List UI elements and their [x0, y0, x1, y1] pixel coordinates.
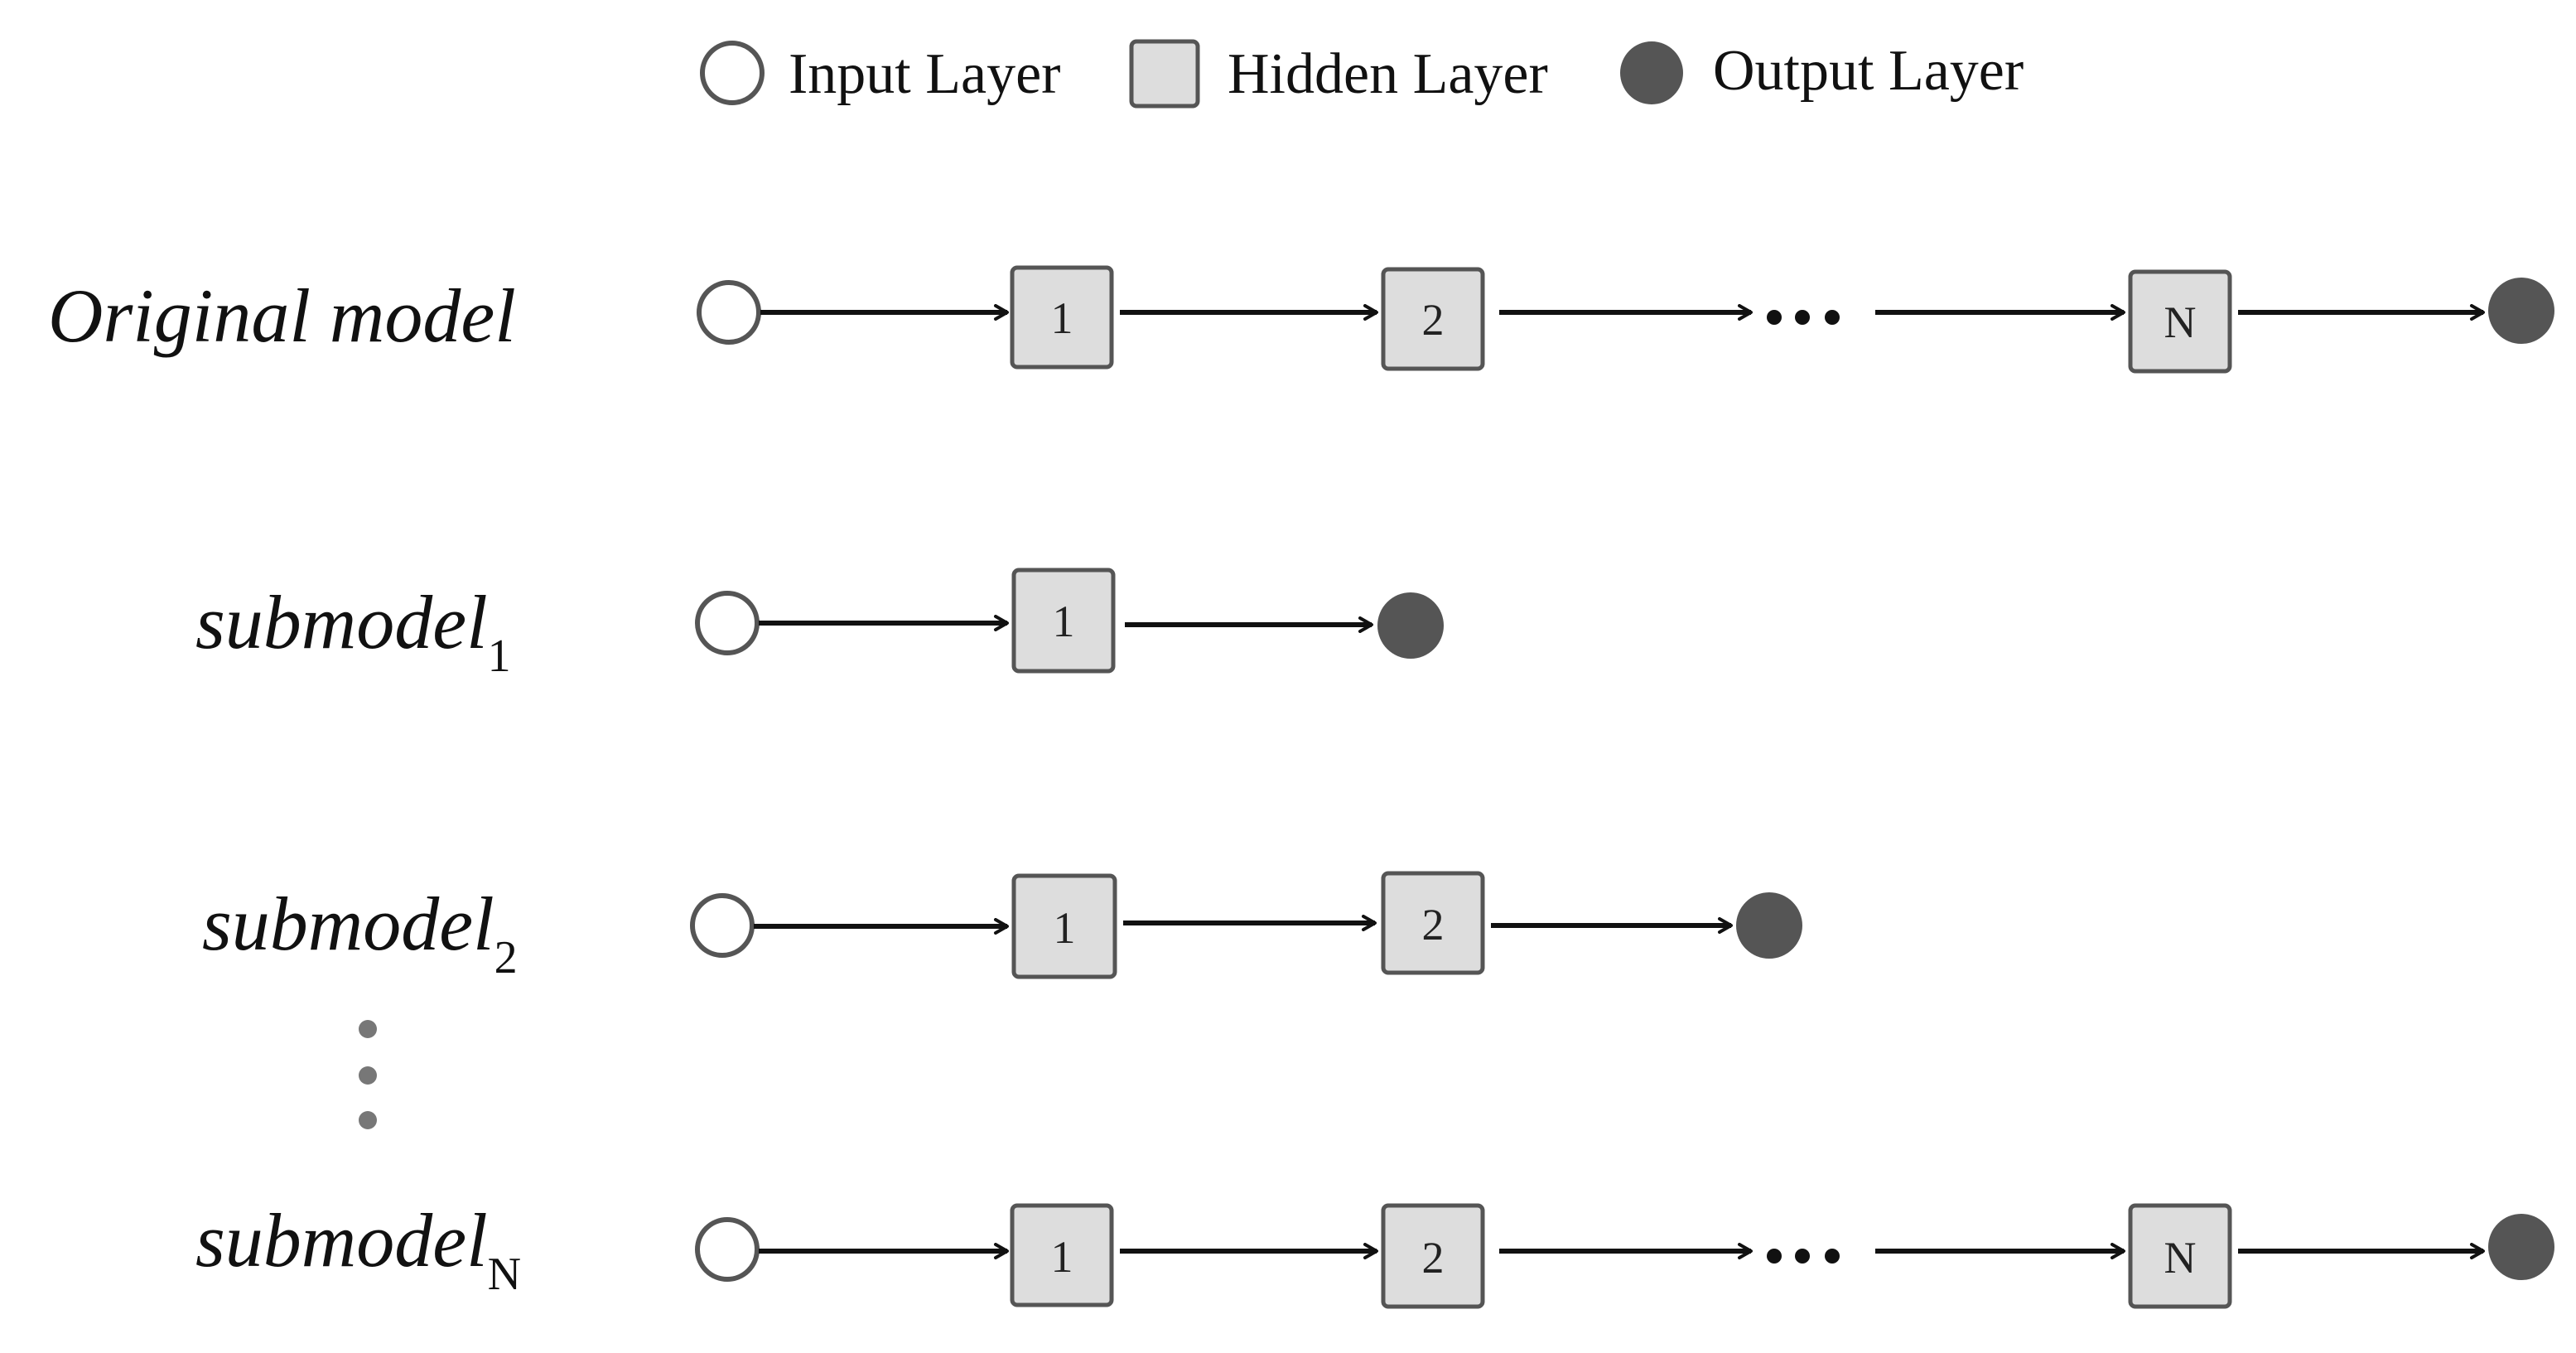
- hidden-node-label: 2: [1422, 295, 1445, 345]
- row-original-model: Original model 1 2 N: [48, 265, 2554, 374]
- row-label-original-model: Original model: [48, 273, 516, 358]
- hidden-node-label: 1: [1054, 903, 1076, 953]
- hidden-node-label: 2: [1422, 900, 1445, 950]
- hidden-node-label: N: [2164, 1233, 2197, 1283]
- input-node: [697, 280, 761, 345]
- legend-input-label: Input Layer: [789, 42, 1060, 106]
- hidden-node: [1381, 871, 1485, 975]
- legend: Input Layer Hidden Layer Output Layer: [700, 39, 2024, 109]
- hidden-node-label: N: [2164, 297, 2197, 347]
- output-node: [1736, 892, 1802, 959]
- hidden-node: [1010, 1203, 1114, 1307]
- hidden-node: [1011, 873, 1117, 979]
- hidden-layer-legend-icon: [1129, 39, 1200, 109]
- output-node: [1377, 592, 1444, 659]
- hidden-node: [1010, 265, 1114, 370]
- input-node: [695, 591, 760, 655]
- hidden-node: [2128, 1203, 2232, 1309]
- hidden-node: [1381, 1203, 1485, 1309]
- row-submodel-n: submodelN 1 2 N: [195, 1198, 2554, 1309]
- hidden-node: [1011, 568, 1116, 674]
- hidden-node: [2128, 269, 2232, 374]
- hidden-node-label: 2: [1422, 1233, 1445, 1283]
- output-node: [2488, 278, 2554, 344]
- hidden-node-label: 1: [1051, 1232, 1073, 1282]
- vertical-ellipsis: [359, 1020, 377, 1129]
- row-label-submodel-2: submodel2: [202, 882, 518, 983]
- input-node: [690, 893, 755, 958]
- input-node: [695, 1217, 760, 1282]
- output-node: [2488, 1214, 2554, 1280]
- row-label-submodel-n: submodelN: [195, 1198, 521, 1300]
- ellipsis-dots: [1767, 310, 1840, 325]
- legend-hidden-label: Hidden Layer: [1228, 42, 1548, 106]
- hidden-node-label: 1: [1051, 293, 1073, 343]
- row-label-submodel-1: submodel1: [195, 580, 511, 682]
- output-layer-legend-icon: [1620, 41, 1683, 104]
- row-submodel-2: submodel2 1 2: [202, 871, 1802, 983]
- row-submodel-1: submodel1 1: [195, 568, 1444, 682]
- hidden-node: [1381, 267, 1485, 371]
- hidden-node-label: 1: [1053, 597, 1075, 646]
- input-layer-legend-icon: [700, 41, 765, 105]
- ellipsis-dots: [1767, 1249, 1840, 1264]
- legend-output-label: Output Layer: [1713, 39, 2024, 103]
